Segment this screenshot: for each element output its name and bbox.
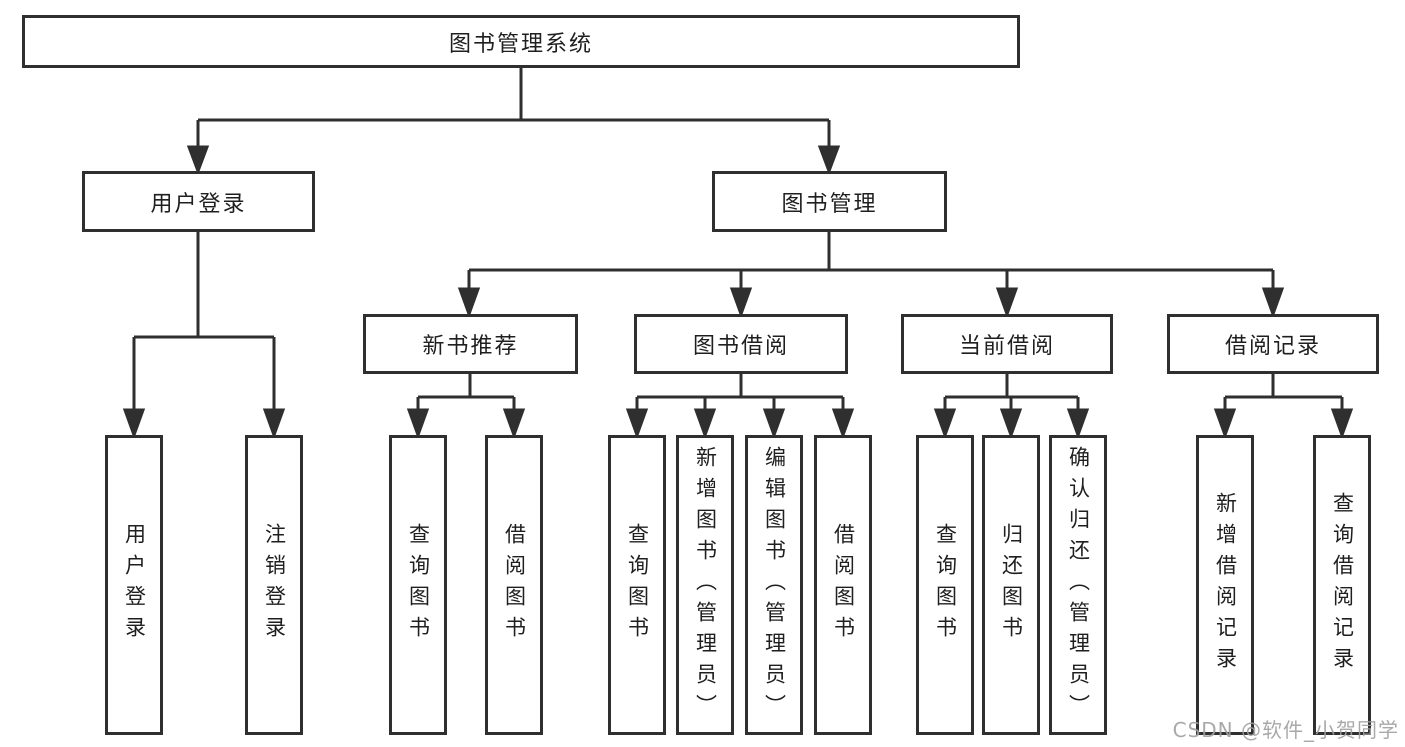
node-library-system: 图书管理系统 xyxy=(22,15,1020,68)
node-book-borrow: 图书借阅 xyxy=(634,314,848,374)
arrowhead xyxy=(831,408,855,440)
leaf-borrow-borrow-label: 借阅图书 xyxy=(831,523,856,647)
leaf-records-query: 查询借阅记录 xyxy=(1313,435,1371,735)
leaf-current-query: 查询图书 xyxy=(916,435,974,735)
leaf-user-login: 用户登录 xyxy=(105,435,163,735)
arrowhead xyxy=(1330,408,1354,440)
leaf-borrow-edit-label: 编辑图书（管理员） xyxy=(762,445,787,725)
leaf-borrow-query-label: 查询图书 xyxy=(625,523,650,647)
connector-book-borrow xyxy=(625,374,855,440)
node-user-login: 用户登录 xyxy=(82,171,315,232)
arrowhead xyxy=(817,145,841,176)
leaf-newbook-query-label: 查询图书 xyxy=(406,523,431,647)
leaf-borrow-edit: 编辑图书（管理员） xyxy=(745,435,803,735)
connector-borrow-records xyxy=(1213,374,1354,440)
node-user-login-label: 用户登录 xyxy=(150,191,247,217)
leaf-newbook-borrow-label: 借阅图书 xyxy=(502,523,527,647)
node-new-book-recommend-label: 新书推荐 xyxy=(422,334,519,359)
arrowhead xyxy=(502,408,526,440)
node-library-system-label: 图书管理系统 xyxy=(448,31,593,57)
node-book-mgmt-label: 图书管理 xyxy=(781,191,878,217)
arrowhead xyxy=(122,408,146,440)
connector-current-borrow xyxy=(933,374,1090,440)
leaf-logout: 注销登录 xyxy=(245,435,303,735)
leaf-current-return-label: 归还图书 xyxy=(999,523,1024,647)
node-borrow-records: 借阅记录 xyxy=(1167,314,1379,374)
leaf-logout-label: 注销登录 xyxy=(262,523,287,647)
connector-new-book xyxy=(406,374,526,440)
arrowhead xyxy=(1213,408,1237,440)
arrowhead xyxy=(186,145,210,176)
leaf-newbook-borrow: 借阅图书 xyxy=(485,435,543,735)
node-current-borrow: 当前借阅 xyxy=(901,314,1113,374)
watermark-text: CSDN @软件_小贺同学 xyxy=(1172,718,1399,742)
arrowhead xyxy=(933,408,957,440)
leaf-records-query-label: 查询借阅记录 xyxy=(1330,492,1355,678)
arrowhead xyxy=(625,408,649,440)
leaf-borrow-query: 查询图书 xyxy=(608,435,666,735)
node-borrow-records-label: 借阅记录 xyxy=(1224,334,1321,359)
arrowhead xyxy=(762,408,786,440)
arrowhead xyxy=(693,408,717,440)
arrowhead xyxy=(262,408,286,440)
connector-user-login xyxy=(122,232,286,440)
leaf-records-add-label: 新增借阅记录 xyxy=(1213,492,1238,678)
leaf-borrow-borrow: 借阅图书 xyxy=(814,435,872,735)
node-book-mgmt: 图书管理 xyxy=(712,171,947,232)
arrowhead xyxy=(1066,408,1090,440)
leaf-records-add: 新增借阅记录 xyxy=(1196,435,1254,735)
node-current-borrow-label: 当前借阅 xyxy=(958,334,1055,359)
arrowhead xyxy=(406,408,430,440)
arrowhead xyxy=(457,287,481,319)
leaf-borrow-add-label: 新增图书（管理员） xyxy=(693,445,718,725)
leaf-user-login-label: 用户登录 xyxy=(122,523,147,647)
leaf-newbook-query: 查询图书 xyxy=(389,435,447,735)
node-book-borrow-label: 图书借阅 xyxy=(692,334,789,359)
node-new-book-recommend: 新书推荐 xyxy=(363,314,578,374)
leaf-current-query-label: 查询图书 xyxy=(933,523,958,647)
arrowhead xyxy=(1261,287,1285,319)
leaf-current-confirm-label: 确认归还（管理员） xyxy=(1066,445,1091,725)
connector-book-mgmt xyxy=(457,232,1285,319)
leaf-borrow-add: 新增图书（管理员） xyxy=(676,435,734,735)
leaf-current-return: 归还图书 xyxy=(982,435,1040,735)
leaf-current-confirm: 确认归还（管理员） xyxy=(1049,435,1107,735)
arrowhead xyxy=(995,287,1019,319)
connector-root xyxy=(186,68,841,176)
arrowhead xyxy=(729,287,753,319)
arrowhead xyxy=(999,408,1023,440)
